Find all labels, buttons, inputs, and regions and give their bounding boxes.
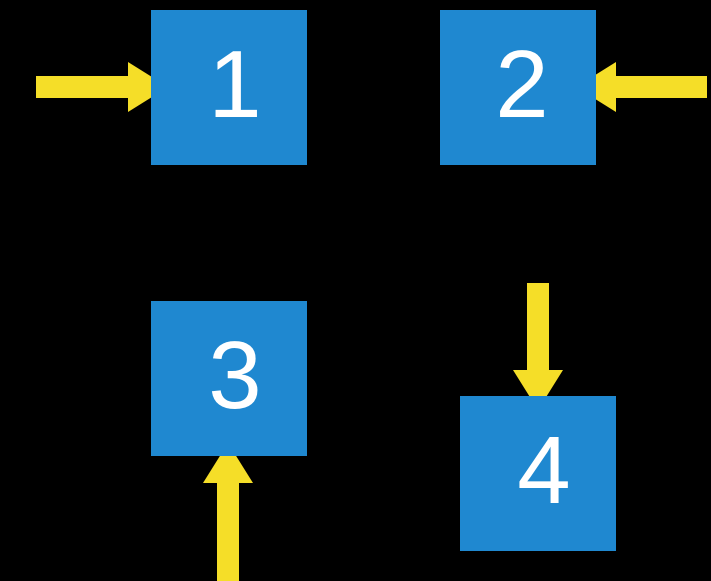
arrow-down-shape bbox=[513, 283, 563, 410]
node-box-4[interactable]: 4 bbox=[460, 396, 616, 551]
node-box-3[interactable]: 3 bbox=[151, 301, 307, 456]
node-box-2[interactable]: 2 bbox=[440, 10, 596, 165]
node-label-1: 1 bbox=[208, 31, 262, 138]
arrow-right-shape bbox=[36, 62, 168, 112]
arrow-into-node-4 bbox=[513, 283, 563, 410]
arrow-left-shape bbox=[576, 62, 707, 112]
arrow-up-shape bbox=[203, 443, 253, 581]
arrow-into-node-3 bbox=[203, 443, 253, 581]
arrow-into-node-2 bbox=[576, 62, 707, 112]
node-label-3: 3 bbox=[208, 322, 262, 429]
arrow-into-node-1 bbox=[36, 62, 168, 112]
node-label-2: 2 bbox=[495, 31, 549, 138]
node-box-1[interactable]: 1 bbox=[151, 10, 307, 165]
node-label-4: 4 bbox=[517, 417, 571, 524]
